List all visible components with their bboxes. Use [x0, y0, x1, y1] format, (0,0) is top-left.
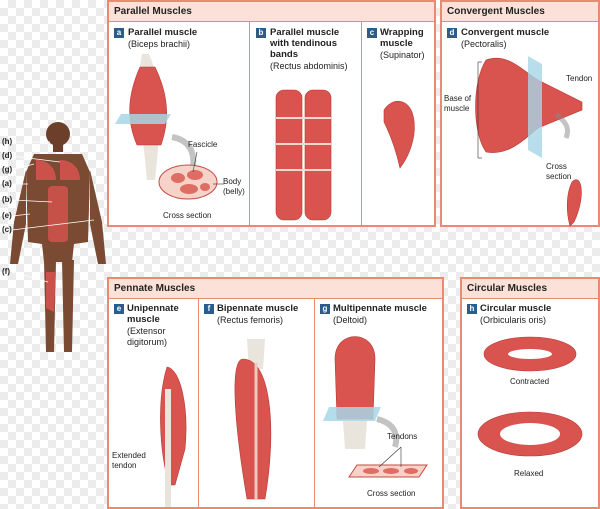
figure-label-g: (g) [2, 165, 13, 174]
panel-title: Parallel muscle [128, 27, 198, 38]
panel-title: Unipennate muscle [127, 303, 179, 325]
figure-label-c: (c) [2, 225, 12, 234]
human-figure-illustration [10, 122, 106, 352]
section-header: Pennate Muscles [109, 279, 442, 299]
panel-a-parallel-muscle: a Parallel muscle (Biceps brachii) Fasci… [109, 22, 249, 225]
panel-letter: e [114, 304, 124, 314]
panel-g-multipennate-muscle: g Multipennate muscle (Deltoid) Tendons … [314, 299, 442, 507]
panel-letter: g [320, 304, 330, 314]
figure-label-h: (h) [2, 137, 13, 146]
figure-label-a: (a) [2, 179, 12, 188]
panel-h-circular-muscle: h Circular muscle (Orbicularis oris) Con… [462, 299, 598, 507]
panel-subtitle: (Orbicularis oris) [480, 315, 547, 325]
panel-letter: a [114, 28, 124, 38]
tendon-label: Tendon [566, 74, 593, 83]
panel-title: Wrapping muscle [380, 27, 424, 49]
biceps-brachii-illustration [115, 54, 224, 200]
panel-title: Bipennate muscle [217, 303, 299, 314]
panel-subtitle: (Supinator) [380, 50, 425, 60]
panel-f-bipennate-muscle: f Bipennate muscle (Rectus femoris) [198, 299, 314, 507]
panel-b-parallel-with-bands: b Parallel muscle with tendinous bands (… [249, 22, 361, 225]
pectoralis-illustration [475, 56, 583, 227]
panel-title: Circular muscle [480, 303, 552, 314]
rectus-abdominis-illustration [275, 89, 332, 221]
rectus-femoris-illustration [234, 339, 272, 500]
panel-subtitle: (Rectus abdominis) [270, 61, 348, 71]
pennate-muscles-section: Pennate Muscles e Unipennate muscle (Ext… [107, 277, 444, 509]
contracted-label: Contracted [510, 377, 550, 386]
parallel-muscles-section: Parallel Muscles a Parallel muscle (Bice… [107, 0, 436, 227]
extended-tendon-label: Extended tendon [112, 451, 146, 470]
panel-d-convergent-muscle: d Convergent muscle (Pectoralis) Tendon … [442, 22, 598, 227]
panel-title: Multipennate muscle [333, 303, 427, 314]
section-header: Parallel Muscles [109, 2, 434, 22]
panel-letter: d [447, 28, 457, 38]
panel-subtitle: (Pectoralis) [461, 39, 507, 49]
panel-subtitle: (Rectus femoris) [217, 315, 284, 325]
panel-e-unipennate-muscle: e Unipennate muscle (Extensor digitorum)… [109, 299, 198, 507]
figure-label-b: (b) [2, 195, 13, 204]
panel-subtitle: (Deltoid) [333, 315, 368, 325]
cross-section-label: Cross section [367, 489, 416, 498]
extensor-digitorum-illustration [160, 366, 187, 507]
panel-title: Parallel muscle with tendinous bands [270, 27, 340, 60]
figure-label-e: (e) [2, 211, 12, 220]
panel-letter: b [256, 28, 266, 38]
supinator-illustration [383, 100, 415, 169]
convergent-muscles-section: Convergent Muscles d Convergent muscle (… [440, 0, 600, 227]
relaxed-label: Relaxed [514, 469, 544, 478]
orbicularis-oris-illustration [477, 336, 583, 457]
panel-c-wrapping-muscle: c Wrapping muscle (Supinator) [361, 22, 434, 225]
section-header: Circular Muscles [462, 279, 598, 299]
cross-section-label: Cross section [546, 162, 572, 181]
body-belly-label: Body (belly) [223, 177, 245, 196]
cross-section-label: Cross section [163, 211, 212, 220]
fascicle-label: Fascicle [188, 140, 218, 149]
panel-subtitle: (Biceps brachii) [128, 39, 191, 49]
circular-muscles-section: Circular Muscles h Circular muscle (Orbi… [460, 277, 600, 509]
base-of-muscle-label: Base of muscle [444, 94, 472, 113]
section-header: Convergent Muscles [442, 2, 598, 22]
figure-label-d: (d) [2, 151, 13, 160]
panel-letter: f [204, 304, 214, 314]
tendons-label: Tendons [387, 432, 418, 441]
panel-title: Convergent muscle [461, 27, 550, 38]
figure-label-f: (f) [2, 267, 10, 276]
panel-letter: h [467, 304, 477, 314]
panel-letter: c [367, 28, 377, 38]
panel-subtitle: (Extensor digitorum) [127, 326, 168, 347]
deltoid-illustration [323, 336, 428, 478]
